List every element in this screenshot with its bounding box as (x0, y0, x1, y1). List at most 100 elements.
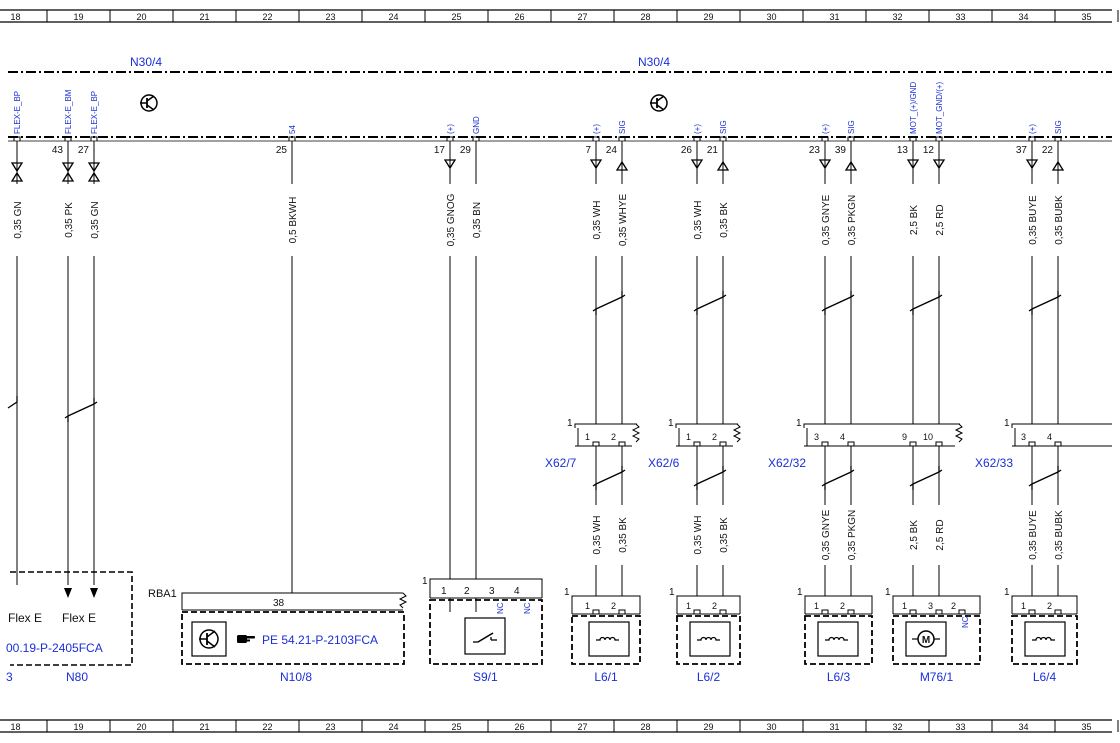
component-header (1011, 595, 1078, 614)
pin-signal-label: FLEX-E_BP (90, 91, 99, 134)
n80-name: N80 (66, 670, 88, 684)
wire-break (909, 294, 943, 312)
ruler-label: 18 (10, 722, 20, 732)
component-inner-box (817, 621, 859, 657)
wire-color-label: 0,35 GNOG (446, 193, 457, 246)
strip-pin-number: 3 (1021, 432, 1026, 442)
component-pin-number: 1 (902, 601, 907, 611)
component-pin-number: 3 (928, 601, 933, 611)
strip-pin-number: 1 (585, 432, 590, 442)
motor-icon-letter: M (922, 635, 930, 646)
pin-number: 7 (585, 145, 591, 156)
n10-reference-link[interactable]: PE 54.21-P-2103FCA (262, 633, 378, 647)
pin-cap (821, 136, 829, 141)
pin-cap (693, 136, 701, 141)
pin-cap (1054, 136, 1062, 141)
n80-reference-link[interactable]: 00.19-P-2405FCA (6, 641, 103, 655)
component-pin-number: 1 (1021, 601, 1026, 611)
n10-rba-label: RBA1 (148, 588, 177, 600)
ruler-label: 31 (829, 722, 839, 732)
component-pin-number: 1 (686, 601, 691, 611)
wire-break (1028, 469, 1062, 487)
ruler-label: 24 (388, 12, 398, 22)
component-pin-cap (909, 609, 917, 614)
ruler-label: 35 (1081, 722, 1091, 732)
pin-cap (90, 136, 98, 141)
wire-color-label: 0,35 BK (719, 202, 730, 238)
ruler-label: 25 (451, 722, 461, 732)
pin-signal-label: SIG (719, 120, 728, 134)
wire-color-label: 2,5 BK (909, 205, 920, 235)
pin-signal-label: (+) (446, 124, 455, 134)
s9-pin-2: 2 (464, 586, 470, 597)
wire-breaks (7, 291, 1062, 490)
strip-pin-one: 1 (885, 587, 891, 598)
component-pin-cap (847, 609, 855, 614)
wire-color-label: 0,35 WH (592, 516, 603, 555)
component-pin-cap (1028, 609, 1036, 614)
wire-color-label: 0,35 BN (472, 202, 483, 238)
strip-pin-cap (935, 441, 943, 446)
strip-pin-cap (719, 441, 727, 446)
transistor-icon (650, 94, 668, 112)
pin-signal-label: MOT_GND/(+) (935, 81, 944, 134)
ruler-label: 23 (325, 12, 335, 22)
wire-break (64, 401, 98, 419)
s9-pin-4: 4 (514, 586, 520, 597)
component-box (1011, 615, 1078, 665)
wire-color-label: 0,35 WHYE (618, 194, 629, 247)
pin-cap (592, 136, 600, 141)
pin-number: 37 (1016, 145, 1028, 156)
pin-signal-label: GND (472, 116, 481, 134)
component-name: L6/3 (827, 670, 851, 684)
wire-color-label: 0,35 PKGN (847, 195, 858, 246)
arrow-down-icon (64, 588, 72, 598)
component-inner-box (689, 621, 731, 657)
component-n80: Flex E Flex E 00.19-P-2405FCA 3 N80 (6, 571, 133, 684)
connector-x62-32: X62/32 (768, 456, 806, 470)
pin-cap (909, 136, 917, 141)
pin-signal-label: 54 (288, 125, 297, 134)
wire-color-label: 0,35 BK (618, 517, 629, 553)
ruler-label: 34 (1018, 722, 1028, 732)
component-pin-number: 2 (951, 601, 956, 611)
transistor-icon (199, 629, 219, 649)
wire-color-label: 0,35 WH (693, 201, 704, 240)
strip-pin-cap (821, 441, 829, 446)
wire-color-label: 0,5 BKWH (288, 197, 299, 244)
strip-pin-number: 2 (712, 432, 717, 442)
wire-color-label: 2,5 RD (935, 519, 946, 550)
coil-icon (596, 636, 619, 641)
n10-name: N10/8 (280, 670, 312, 684)
component-header (892, 595, 981, 614)
component-nc-label: NC (961, 616, 970, 628)
wire-break (592, 469, 626, 487)
n80-flex-left: Flex E (8, 611, 42, 625)
strip-pin-one: 1 (668, 418, 674, 429)
switch-icon (473, 632, 497, 643)
pin-cap (446, 136, 454, 141)
wire-color-label: 0,35 BUBK (1054, 195, 1065, 245)
component-pin-number: 1 (814, 601, 819, 611)
component-box (571, 615, 641, 665)
strip-pin-one: 1 (796, 418, 802, 429)
ruler-label: 27 (577, 722, 587, 732)
strip-pin-number: 2 (611, 432, 616, 442)
pin-signal-label: (+) (693, 124, 702, 134)
ruler-label: 35 (1081, 12, 1091, 22)
ruler-label: 33 (955, 12, 965, 22)
ruler-label: 24 (388, 722, 398, 732)
wire-break (693, 294, 727, 312)
component-pin-number: 2 (840, 601, 845, 611)
ruler-label: 20 (136, 722, 146, 732)
ruler-label: 29 (703, 722, 713, 732)
pin-signal-label: (+) (821, 124, 830, 134)
ruler-label: 30 (766, 722, 776, 732)
component-header (676, 595, 741, 614)
pin-cap (472, 136, 480, 141)
wire-color-label: 0,35 BUBK (1054, 510, 1065, 560)
wire-break (7, 396, 18, 409)
